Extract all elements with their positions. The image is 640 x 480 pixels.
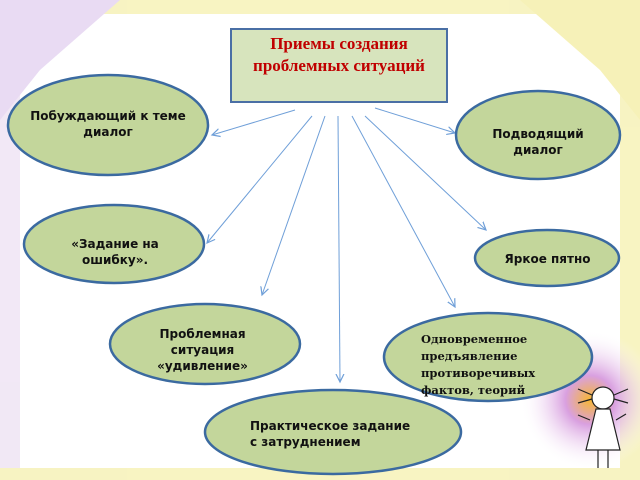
node-2-label: Подводящий диалог — [492, 127, 584, 157]
node-ellipse-1 — [6, 73, 210, 177]
node-ellipse-5 — [108, 302, 302, 386]
arrow-to-n1 — [212, 109, 296, 135]
node-1-label: Побуждающий к теме диалог — [30, 109, 186, 139]
arrow-to-n7 — [338, 115, 340, 382]
node-ellipse-2 — [454, 89, 622, 181]
arrows — [207, 107, 486, 382]
node-ellipse-4 — [473, 228, 621, 288]
arrow-to-n6 — [351, 115, 455, 307]
arrow-to-n4 — [364, 115, 486, 230]
arrow-to-n3 — [207, 115, 313, 243]
girl-illustration — [577, 386, 629, 468]
node-7-label: Практическое задание с затруднением — [250, 419, 411, 449]
node-ellipse-7 — [203, 388, 463, 476]
arrow-to-n2 — [374, 107, 455, 133]
node-3-label: «Задание на ошибку». — [71, 237, 159, 267]
node-ellipse-3 — [22, 203, 206, 285]
node-4-label: Яркое пятно — [504, 252, 591, 266]
node-5-label: Проблемная ситуация «удивление» — [157, 327, 248, 373]
node-6-label: Одновременное предъявление противоречивы… — [421, 332, 536, 397]
diagram-title: Приемы создания проблемных ситуаций — [230, 28, 448, 103]
arrow-to-n5 — [262, 115, 326, 295]
node-ellipse-6 — [382, 311, 594, 403]
